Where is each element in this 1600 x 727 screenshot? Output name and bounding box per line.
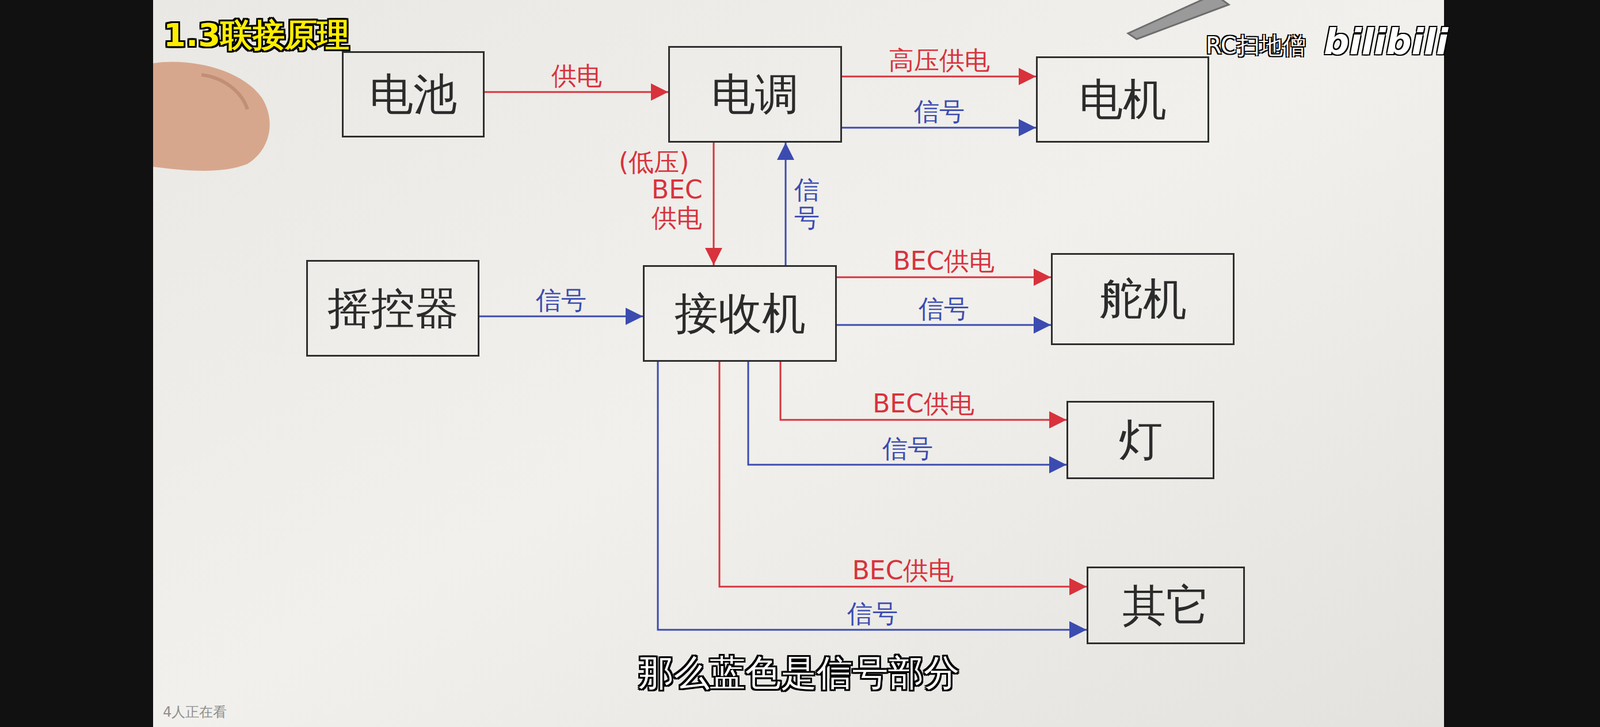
node-box: 摇控器 (306, 260, 480, 357)
node-box: 舵机 (1050, 253, 1235, 346)
fingernail (201, 74, 248, 110)
node-label: 舵机 (1099, 273, 1187, 325)
edge-label: BEC供电 (872, 390, 975, 418)
node-box: 灯 (1066, 401, 1215, 479)
edge-label: BEC供电 (649, 176, 706, 232)
connector (842, 75, 1036, 78)
free-label: (低压) (618, 148, 645, 177)
node-label: 电调 (711, 69, 799, 120)
edge-label: 信号 (794, 176, 820, 232)
paper-sheet (153, 0, 1445, 727)
subtitle: 那么蓝色是信号部分 (638, 649, 960, 698)
edge-label: 信号 (535, 286, 587, 315)
edge-label: BEC供电 (893, 247, 996, 276)
edge-label: 信号 (913, 97, 965, 126)
node-label: 灯 (1118, 414, 1163, 466)
connector (842, 127, 1036, 129)
edge-label: 信号 (918, 295, 970, 323)
node-box: 电池 (341, 51, 485, 138)
edge-label: BEC供电 (852, 557, 955, 585)
connector (748, 362, 1067, 466)
node-label: 摇控器 (327, 283, 459, 334)
connector (719, 362, 1087, 588)
node-label: 电机 (1079, 74, 1167, 125)
edge-label: 信号 (847, 600, 898, 628)
edge-label: 信号 (882, 435, 933, 463)
free-label: bilibili (1323, 20, 1449, 63)
node-box: 电调 (668, 46, 843, 143)
connector (713, 142, 715, 266)
connector (780, 362, 1067, 421)
connector (484, 91, 669, 94)
node-label: 接收机 (674, 288, 806, 339)
free-label: RC扫地僧 (1205, 29, 1306, 62)
free-label: 4人正在看 (162, 703, 227, 722)
node-label: 其它 (1122, 580, 1210, 631)
node-box: 其它 (1086, 566, 1245, 645)
connector (479, 315, 643, 318)
connector (657, 362, 1087, 631)
edge-label: 供电 (551, 62, 603, 90)
connector (836, 324, 1051, 327)
finger (153, 62, 270, 171)
connector (836, 276, 1051, 279)
node-box: 接收机 (642, 265, 837, 363)
connector (785, 142, 787, 266)
node-box: 电机 (1035, 56, 1210, 143)
node-label: 电池 (369, 69, 457, 120)
edge-label: 高压供电 (888, 46, 990, 75)
video-title: 1.3联接原理 (163, 13, 350, 58)
